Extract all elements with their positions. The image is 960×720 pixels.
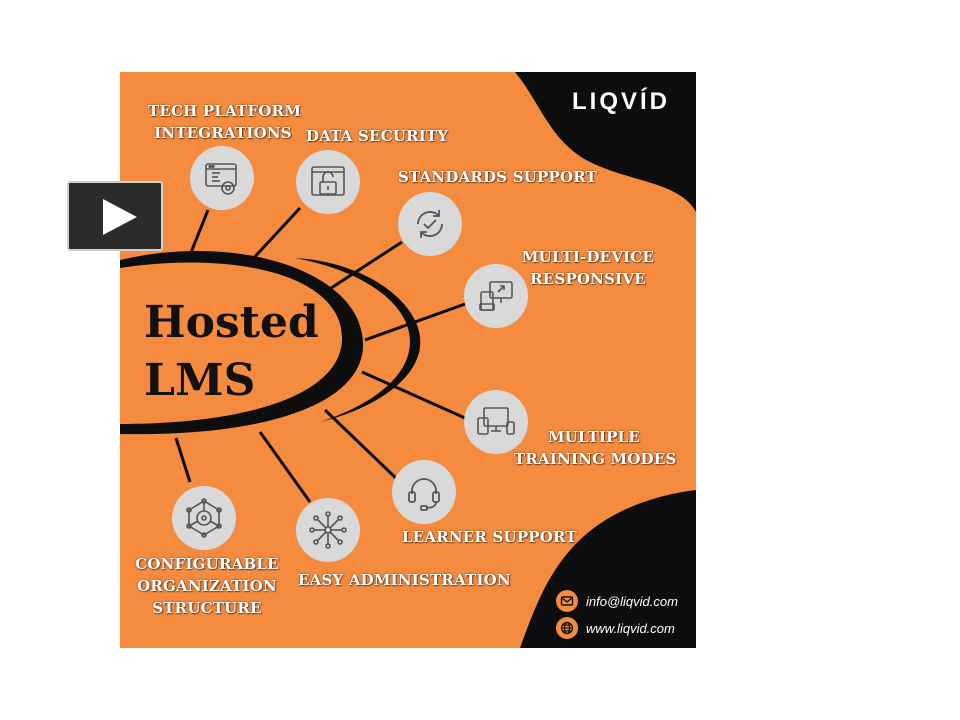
infographic: LIQVÍD Hosted LMS xyxy=(120,72,696,648)
email-text[interactable]: info@liqvid.com xyxy=(586,593,678,609)
desktop-tablet-phone-icon xyxy=(464,390,528,454)
feature-label-modes: MULTIPLE TRAINING MODES xyxy=(514,428,677,468)
feature-label-admin: EASY ADMINISTRATION xyxy=(298,571,511,589)
connector-admin xyxy=(258,431,312,503)
responsive-devices-icon xyxy=(464,264,528,328)
connector-learner xyxy=(323,408,402,484)
headset-icon xyxy=(392,460,456,524)
feature-label-security: DATA SECURITY xyxy=(306,127,449,145)
code-gear-icon xyxy=(190,146,254,210)
unlocked-padlock-icon xyxy=(296,150,360,214)
play-icon xyxy=(103,199,137,235)
connector-standards xyxy=(324,240,403,294)
contact-email[interactable]: info@liqvid.com xyxy=(556,590,678,612)
feature-label-standards: STANDARDS SUPPORT xyxy=(398,168,598,186)
connector-tech xyxy=(186,209,210,261)
brand-logo: LIQVÍD xyxy=(572,88,671,115)
connector-config xyxy=(174,437,192,483)
top-right-blob xyxy=(515,72,696,212)
connector-security xyxy=(248,206,302,264)
globe-icon xyxy=(556,617,578,639)
feature-label-tech: TECH PLATFORM INTEGRATIONS xyxy=(148,102,302,142)
envelope-icon xyxy=(556,590,578,612)
title-line-2: LMS xyxy=(144,355,256,406)
crescent-tip xyxy=(295,258,421,422)
contact-website[interactable]: www.liqvid.com xyxy=(556,617,675,639)
feature-label-learner: LEARNER SUPPORT xyxy=(402,528,577,546)
feature-label-multidevice: MULTI-DEVICE RESPONSIVE xyxy=(521,248,655,288)
network-hub-icon xyxy=(296,498,360,562)
play-button[interactable] xyxy=(67,181,163,251)
title-line-1: Hosted xyxy=(144,297,319,348)
connector-modes xyxy=(361,370,466,420)
website-text[interactable]: www.liqvid.com xyxy=(586,620,675,636)
org-structure-icon xyxy=(172,486,236,550)
center-title: Hosted LMS xyxy=(144,294,324,410)
sync-check-icon xyxy=(398,192,462,256)
connector-multidevice xyxy=(364,302,466,342)
feature-label-config: CONFIGURABLE ORGANIZATION STRUCTURE xyxy=(135,555,279,617)
